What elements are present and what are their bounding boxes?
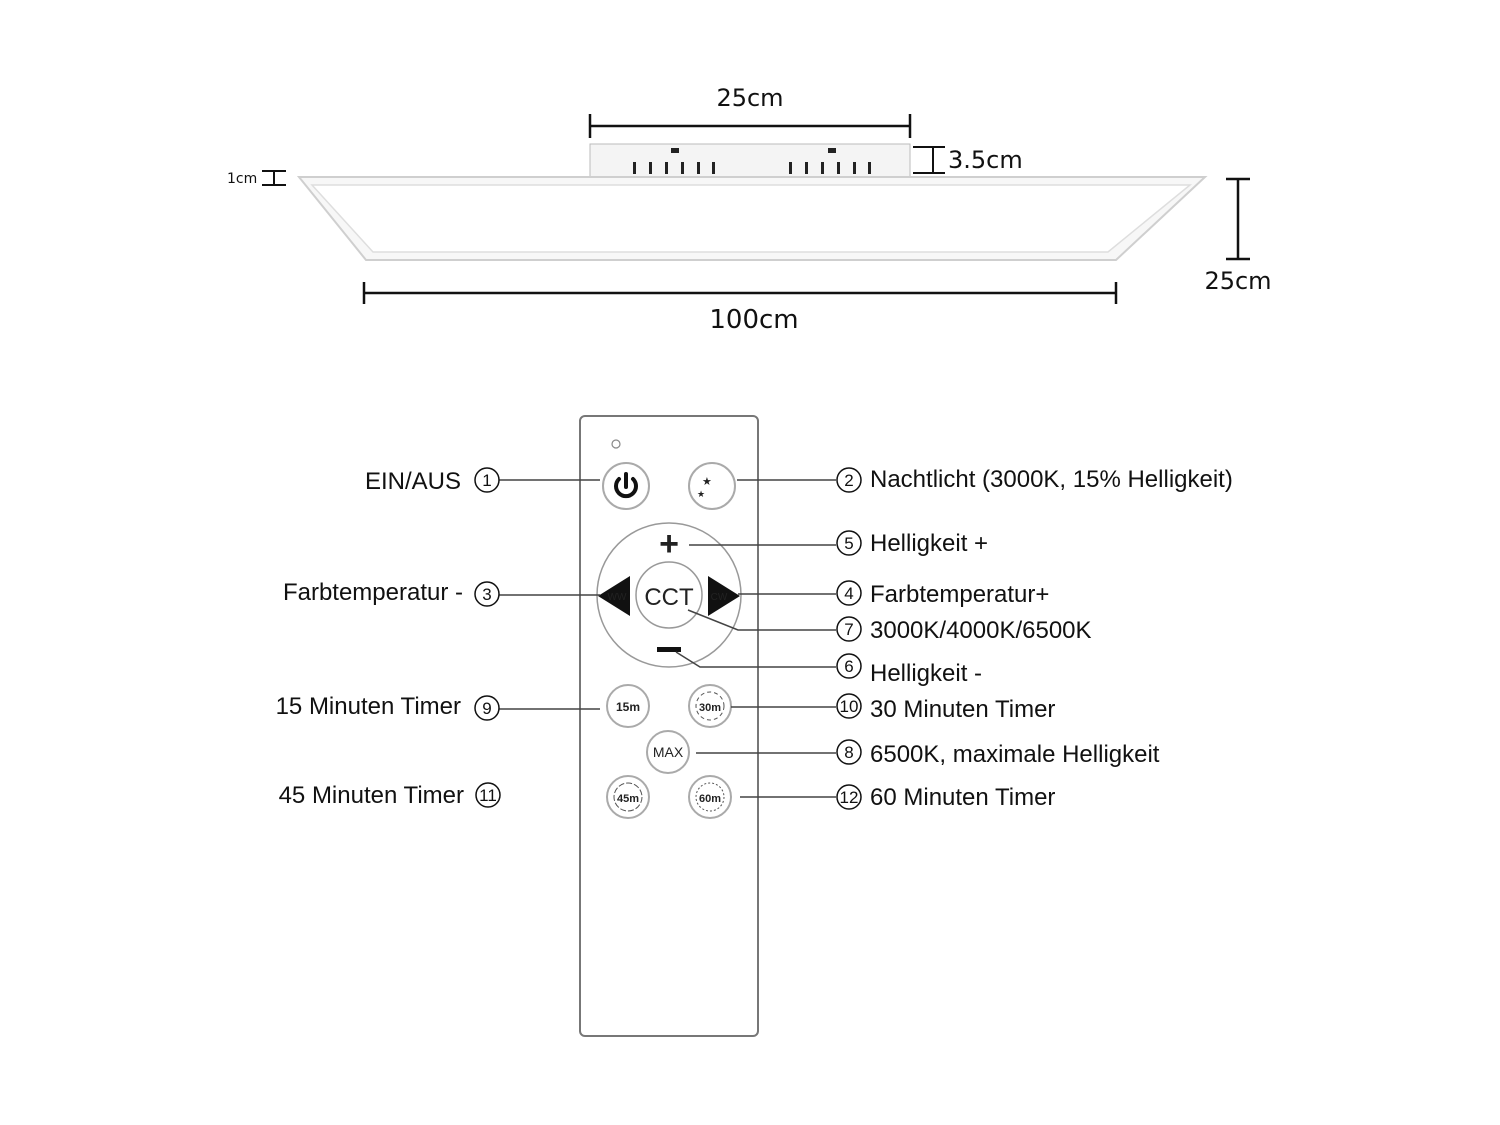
- callout-8-text: 6500K, maximale Helligkeit: [870, 741, 1160, 768]
- callout-3: Farbtemperatur - 3: [283, 579, 500, 607]
- callout-11-number: 11: [479, 786, 497, 805]
- callout-4: 4 Farbtemperatur+: [836, 580, 1049, 608]
- callout-2-text: Nachtlicht (3000K, 15% Helligkeit): [870, 466, 1233, 493]
- callout-3-number: 3: [482, 585, 491, 604]
- callout-7-number: 7: [844, 620, 853, 639]
- frame-thickness-dimension: [262, 170, 286, 186]
- max-button[interactable]: MAX: [646, 730, 690, 774]
- callout-12: 12 60 Minuten Timer: [836, 784, 1055, 811]
- callout-4-text: Farbtemperatur+: [870, 581, 1049, 608]
- mounting-box: [589, 143, 911, 178]
- timer-30-button[interactable]: 30m: [688, 684, 732, 728]
- callout-11: 45 Minuten Timer 11: [279, 782, 501, 809]
- t60-label: 60m: [699, 793, 721, 805]
- t15-label: 15m: [616, 700, 640, 714]
- timer-45-button[interactable]: 45m: [606, 775, 650, 819]
- timer-15-button[interactable]: 15m: [606, 684, 650, 728]
- callout-7: 7 3000K/4000K/6500K: [836, 616, 1092, 644]
- minus-icon: [657, 647, 681, 652]
- moon-stars-icon: ★ ★: [697, 474, 722, 499]
- power-icon: [614, 472, 638, 499]
- svg-text:★: ★: [702, 476, 712, 488]
- frame-thickness-label: 1cm: [227, 171, 257, 187]
- max-label: MAX: [653, 744, 684, 760]
- callout-10-number: 10: [840, 697, 859, 716]
- callout-2-number: 2: [844, 471, 853, 490]
- callout-4-number: 4: [844, 584, 853, 603]
- callout-7-text: 3000K/4000K/6500K: [870, 617, 1092, 644]
- remote-control: ★ ★ + WW CW CCT 15m: [579, 415, 759, 1037]
- callout-5-number: 5: [844, 534, 853, 553]
- panel-length-dimension: [362, 282, 1118, 304]
- callout-3-text: Farbtemperatur -: [283, 579, 463, 606]
- color-temp-up-button[interactable]: CW: [708, 576, 740, 616]
- mount-height-dimension: [913, 146, 945, 174]
- mount-height-label: 3.5cm: [948, 146, 1023, 174]
- callout-1-text: EIN/AUS: [365, 468, 461, 495]
- callout-9: 15 Minuten Timer 9: [276, 693, 500, 721]
- cct-button[interactable]: CCT: [635, 561, 703, 629]
- panel-drawing: 25cm 3.5cm 1cm 25cm 100cm: [227, 84, 1272, 335]
- mount-width-dimension: [588, 114, 912, 138]
- panel-length-label: 100cm: [709, 305, 798, 335]
- leader-lines: [499, 479, 836, 798]
- night-light-button[interactable]: ★ ★: [688, 462, 736, 510]
- callout-2: 2 Nachtlicht (3000K, 15% Helligkeit): [836, 466, 1233, 493]
- callout-5: 5 Helligkeit +: [836, 530, 988, 557]
- cct-label: CCT: [644, 584, 694, 611]
- power-button[interactable]: [602, 462, 650, 510]
- callout-6-text: Helligkeit -: [870, 660, 982, 687]
- panel-surface: [310, 184, 1193, 253]
- callout-12-text: 60 Minuten Timer: [870, 784, 1055, 811]
- brightness-down-button[interactable]: [649, 632, 689, 666]
- mount-width-label: 25cm: [716, 84, 783, 112]
- timer-60-button[interactable]: 60m: [688, 775, 732, 819]
- callout-1: EIN/AUS 1: [365, 467, 500, 495]
- panel-width-label: 25cm: [1204, 267, 1271, 295]
- callout-8: 8 6500K, maximale Helligkeit: [836, 739, 1160, 768]
- callout-9-text: 15 Minuten Timer: [276, 693, 461, 720]
- callout-9-number: 9: [482, 699, 491, 718]
- remote-body: [579, 415, 759, 1037]
- panel-width-dimension: [1226, 177, 1250, 261]
- callout-5-text: Helligkeit +: [870, 530, 988, 557]
- t30-label: 30m: [699, 702, 721, 714]
- callout-12-number: 12: [840, 788, 859, 807]
- color-temp-down-button[interactable]: WW: [598, 576, 630, 616]
- callout-6: 6 Helligkeit -: [836, 653, 982, 687]
- callout-11-text: 45 Minuten Timer: [279, 782, 464, 809]
- ww-label: WW: [608, 592, 627, 603]
- indicator-led: [611, 439, 621, 449]
- callout-8-number: 8: [844, 743, 853, 762]
- callout-1-number: 1: [482, 471, 491, 490]
- cw-label: CW: [711, 592, 728, 603]
- callout-10-text: 30 Minuten Timer: [870, 696, 1055, 723]
- callout-10: 10 30 Minuten Timer: [836, 693, 1055, 723]
- mounting-box-vents: [633, 148, 871, 174]
- t45-label: 45m: [617, 793, 639, 805]
- brightness-up-button[interactable]: +: [649, 524, 689, 563]
- callout-6-number: 6: [844, 657, 853, 676]
- plus-label: +: [659, 525, 679, 563]
- svg-text:★: ★: [697, 489, 705, 499]
